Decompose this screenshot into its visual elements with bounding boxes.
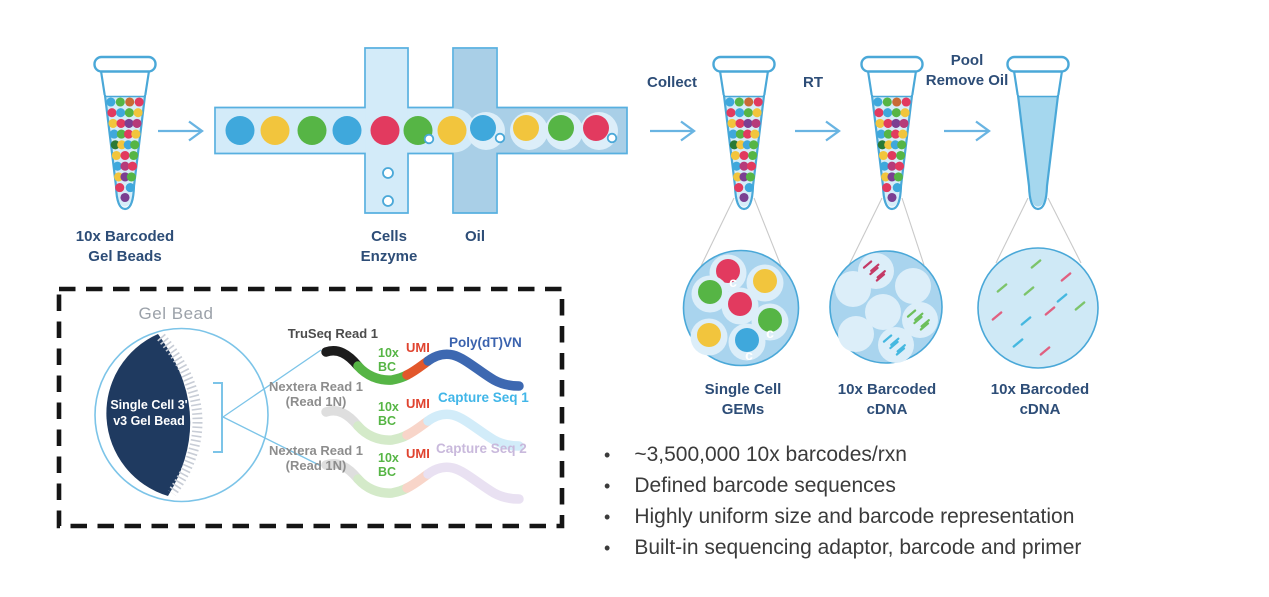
bullet-dot: •	[604, 538, 611, 558]
cdna-circle-label-1: 10x Barcoded cDNA	[837, 381, 937, 418]
gel-beads-tube-label: 10x Barcoded Gel Beads	[75, 228, 175, 265]
gel-bead-inset	[56, 286, 565, 529]
svg-text:c: c	[729, 274, 737, 290]
nextera-read1-label-2: Nextera Read 1 (Read 1N)	[269, 443, 363, 473]
gems-circle: ccc	[682, 249, 800, 367]
svg-text:c: c	[745, 347, 753, 363]
bullet-text: Built-in sequencing adaptor, barcode and…	[634, 536, 1082, 559]
list-item: • Highly uniform size and barcode represe…	[592, 505, 1081, 529]
capture-seq2-label: Capture Seq 2	[436, 441, 527, 456]
gel-bead-core-label: Single Cell 3' v3 Gel Bead	[110, 398, 188, 428]
collect-step-label: Collect	[646, 74, 698, 91]
gel-bead-inset-title: Gel Bead	[138, 304, 214, 323]
microfluidic-chip	[214, 47, 628, 214]
bc-label-2: 10x BC	[378, 400, 399, 428]
pooled-cdna-tube	[1006, 55, 1070, 211]
rt-step-label: RT	[803, 74, 823, 91]
umi-label-3: UMI	[406, 446, 430, 461]
oligo-strand-2	[321, 406, 524, 451]
rt-tube	[860, 55, 924, 211]
gel-bead-hatch	[157, 333, 203, 496]
oil-label: Oil	[464, 228, 486, 245]
inset-dashed-border	[56, 286, 565, 529]
gems-circle-label: Single Cell GEMs	[704, 381, 782, 418]
flow-arrow-4	[944, 120, 991, 142]
nextera-read1-label-1: Nextera Read 1 (Read 1N)	[269, 379, 363, 409]
cdna-circle-label-2: 10x Barcoded cDNA	[990, 381, 1090, 418]
feature-bullet-list: • ~3,500,000 10x barcodes/rxn • Defined ba…	[592, 443, 1081, 567]
funnel-lines	[700, 197, 1082, 267]
oligo-strand-1	[321, 346, 524, 391]
gel-beads-tube	[93, 55, 157, 211]
bead-bracket	[213, 382, 223, 453]
polydt-label: Poly(dT)VN	[449, 335, 522, 350]
flow-arrow-1	[158, 120, 204, 142]
bullet-dot: •	[604, 445, 611, 465]
list-item: • Defined barcode sequences	[592, 474, 1081, 498]
oligo-strand-3	[321, 459, 524, 504]
umi-label-2: UMI	[406, 396, 430, 411]
bracket-fan-lines	[221, 349, 322, 467]
collect-tube	[712, 55, 776, 211]
flow-arrow-2	[650, 120, 696, 142]
cells-enzyme-label: Cells Enzyme	[360, 228, 418, 265]
gel-bead-core	[106, 334, 191, 496]
bullet-text: Highly uniform size and barcode represen…	[634, 505, 1075, 528]
bc-label-3: 10x BC	[378, 451, 399, 479]
capture-seq1-label: Capture Seq 1	[438, 390, 529, 405]
list-item: • ~3,500,000 10x barcodes/rxn	[592, 443, 1081, 467]
bullet-dot: •	[604, 476, 611, 496]
pool-remove-oil-label: Pool Remove Oil	[925, 52, 1009, 89]
flow-arrow-3	[795, 120, 841, 142]
truseq-read1-label: TruSeq Read 1	[287, 326, 378, 341]
bullet-text: ~3,500,000 10x barcodes/rxn	[634, 443, 907, 466]
clean-cdna-circle	[977, 247, 1099, 369]
bullet-dot: •	[604, 507, 611, 527]
list-item: • Built-in sequencing adaptor, barcode an…	[592, 536, 1081, 560]
bc-label-1: 10x BC	[378, 346, 399, 374]
svg-text:c: c	[766, 325, 774, 341]
bullet-text: Defined barcode sequences	[634, 474, 896, 497]
umi-label-1: UMI	[406, 340, 430, 355]
barcoded-cdna-circle	[829, 250, 943, 364]
